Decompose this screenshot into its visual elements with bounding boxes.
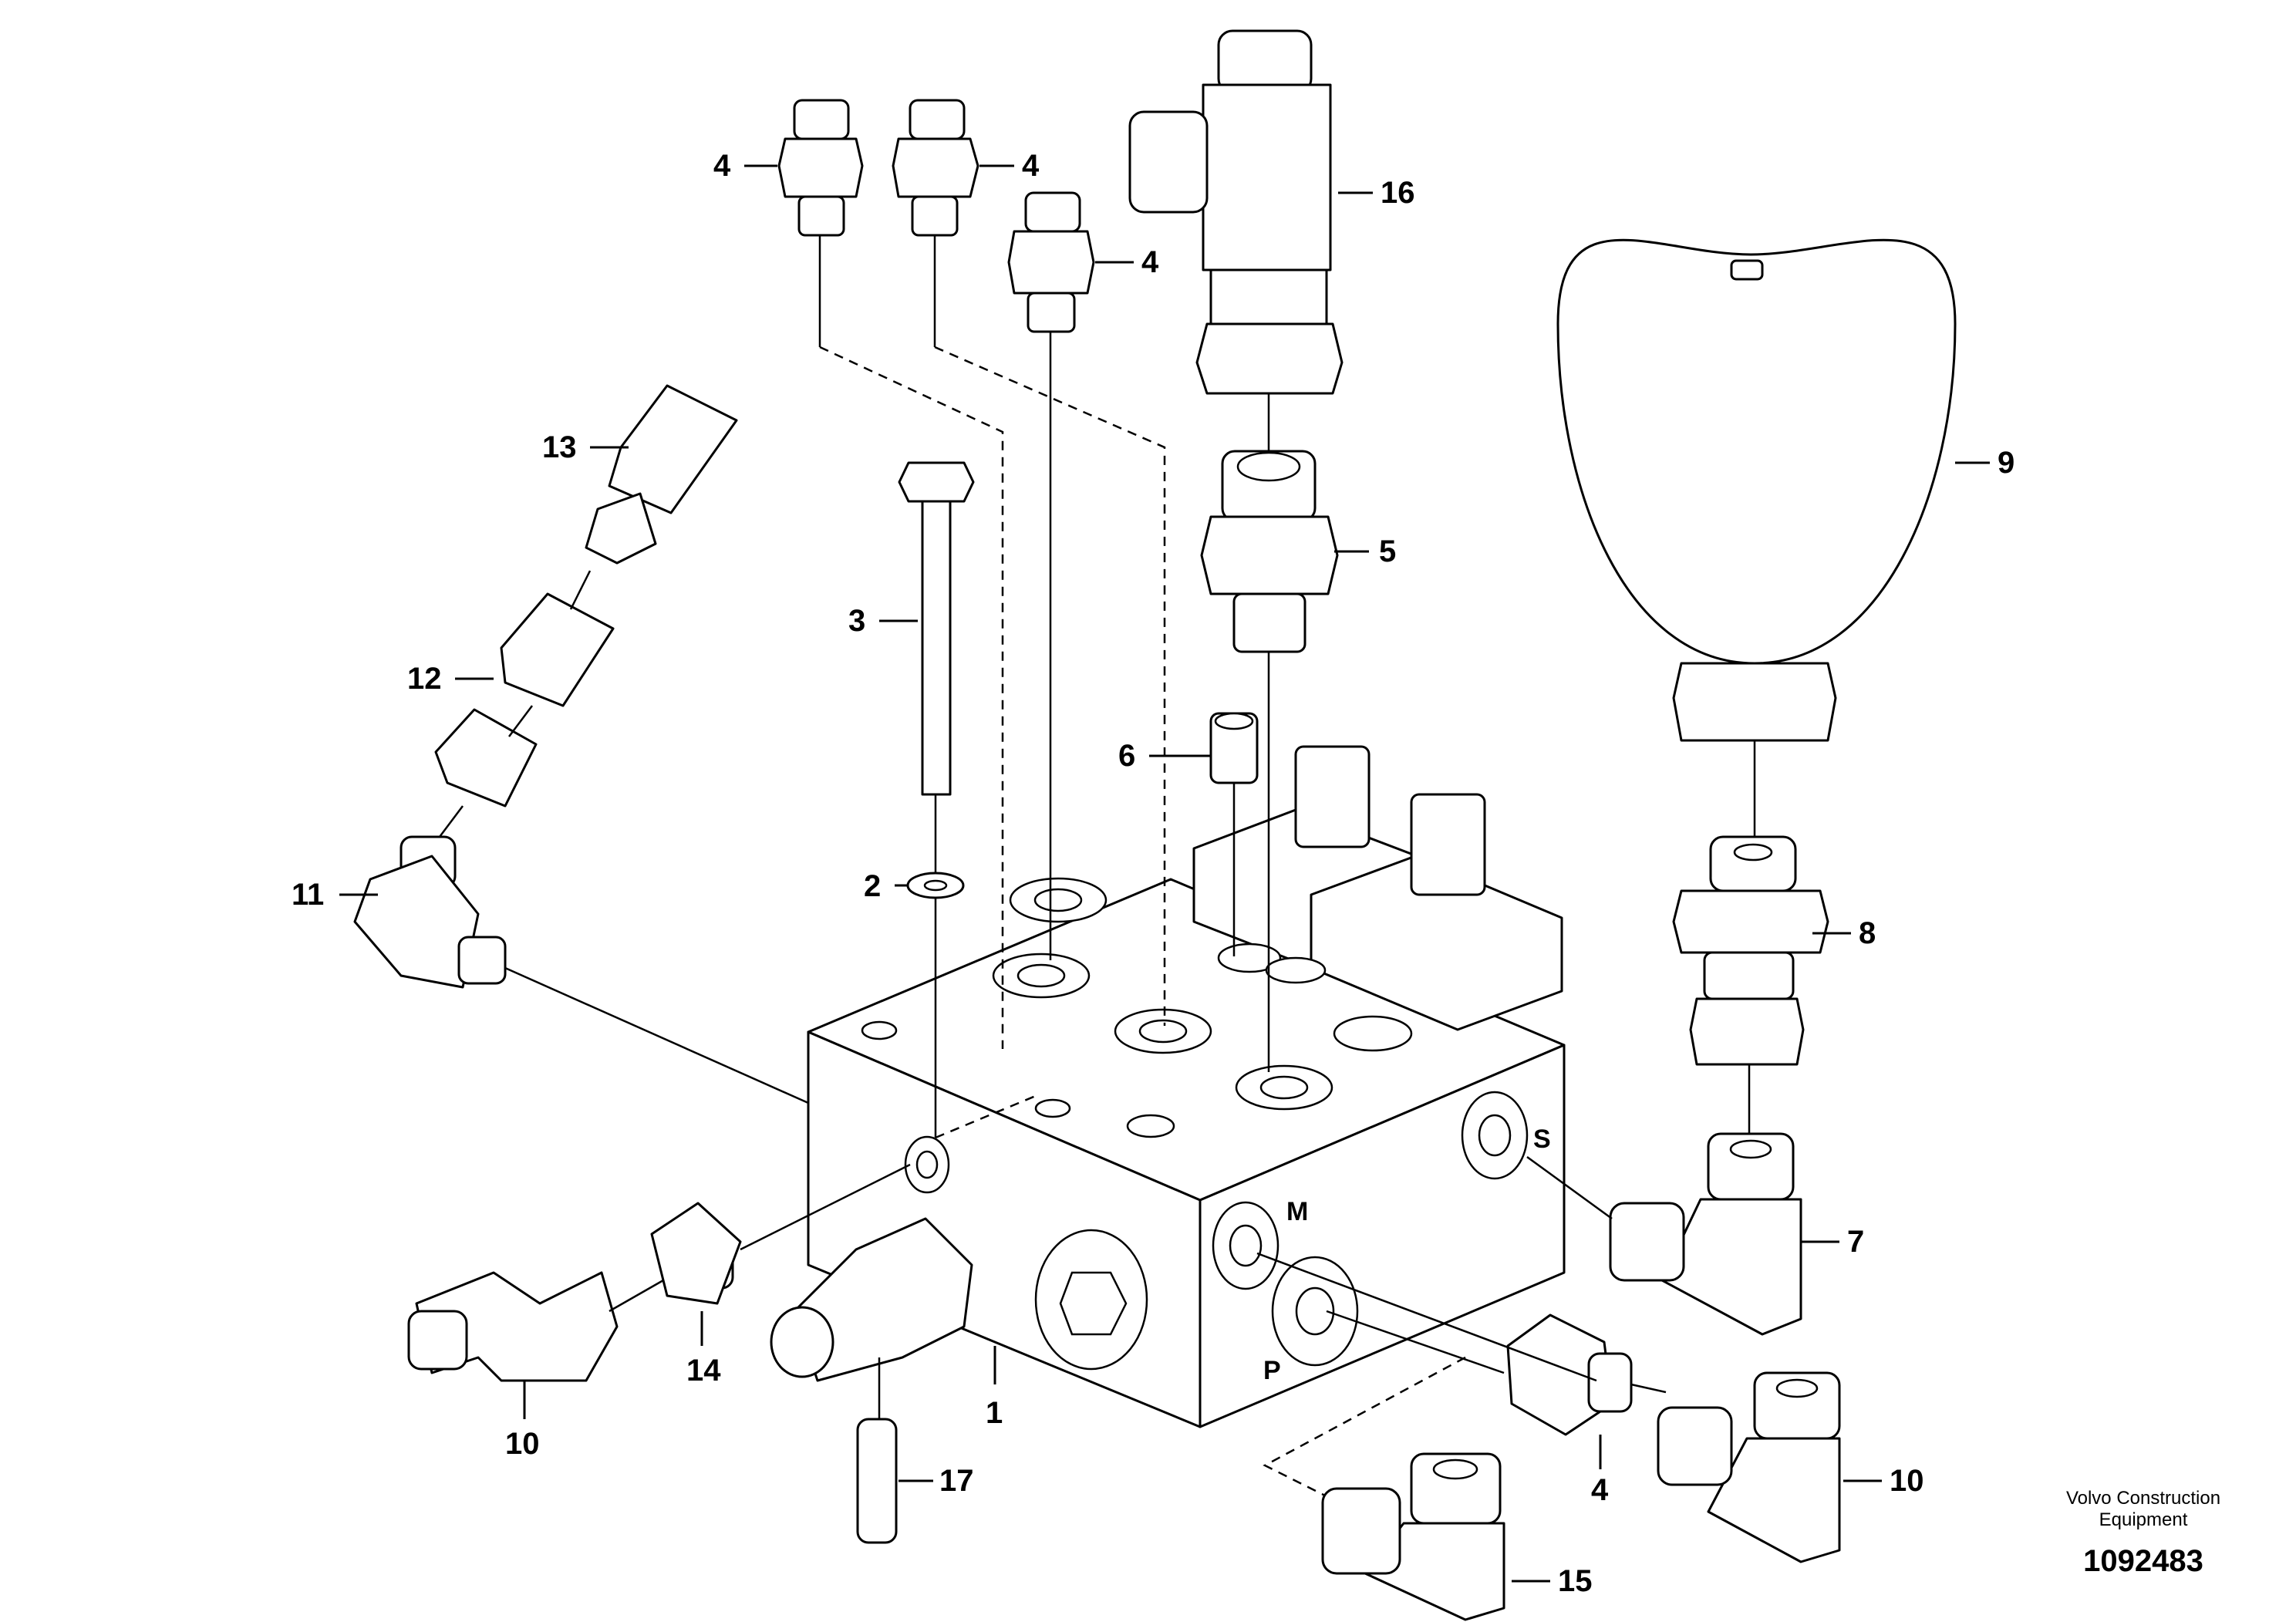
fitting-4a — [777, 99, 864, 237]
callout-4: 4 — [713, 149, 731, 183]
callout-9: 9 — [1998, 446, 2014, 480]
port-label-m: M — [1286, 1197, 1308, 1226]
callout-14: 14 — [686, 1354, 721, 1388]
callout-10: 10 — [505, 1427, 540, 1461]
fitting-8 — [1672, 835, 1829, 1066]
adapter — [1200, 450, 1339, 653]
callout-1: 1 — [986, 1396, 1003, 1430]
port-label-p: P — [1263, 1356, 1281, 1385]
valve-block: M P S — [807, 745, 1566, 1428]
callout-3: 3 — [848, 604, 865, 638]
adapter-12 — [434, 592, 615, 808]
fitting-4-lower — [1506, 1313, 1633, 1436]
callout-13: 13 — [542, 430, 577, 464]
callout-15: 15 — [1558, 1564, 1593, 1598]
callout-16: 16 — [1381, 176, 1415, 210]
callout-17: 17 — [939, 1464, 974, 1498]
pin — [856, 1418, 898, 1544]
fitting-4b — [892, 99, 979, 237]
elbow-15 — [1321, 1452, 1505, 1621]
washer — [906, 872, 965, 899]
elbow-10-left — [407, 1271, 619, 1382]
callout-8: 8 — [1859, 916, 1876, 950]
temperature-sensor — [770, 1217, 973, 1382]
elbow-10-right — [1657, 1371, 1841, 1563]
callout-6: 6 — [1118, 739, 1135, 773]
fitting-14 — [650, 1202, 742, 1305]
elbow-7 — [1609, 1132, 1802, 1336]
callout-4: 4 — [1022, 149, 1040, 183]
plug — [1209, 712, 1259, 784]
credit-text: Volvo Construction Equipment — [2065, 1488, 2221, 1530]
document-number: 1092483 — [2083, 1544, 2203, 1578]
tee-fitting — [1128, 29, 1344, 395]
callout-5: 5 — [1379, 534, 1396, 568]
callout-7: 7 — [1847, 1225, 1864, 1259]
pressure-sensor — [585, 384, 738, 565]
accumulator — [1556, 238, 1957, 742]
callout-4: 4 — [1591, 1473, 1609, 1507]
callout-10: 10 — [1890, 1464, 1924, 1498]
callout-12: 12 — [407, 662, 442, 696]
elbow-11 — [353, 835, 507, 989]
bolt — [898, 461, 975, 796]
callout-2: 2 — [864, 869, 881, 903]
fitting-4c — [1007, 191, 1095, 333]
callout-11: 11 — [292, 878, 324, 912]
callout-4: 4 — [1141, 245, 1159, 279]
port-label-s: S — [1533, 1125, 1551, 1154]
